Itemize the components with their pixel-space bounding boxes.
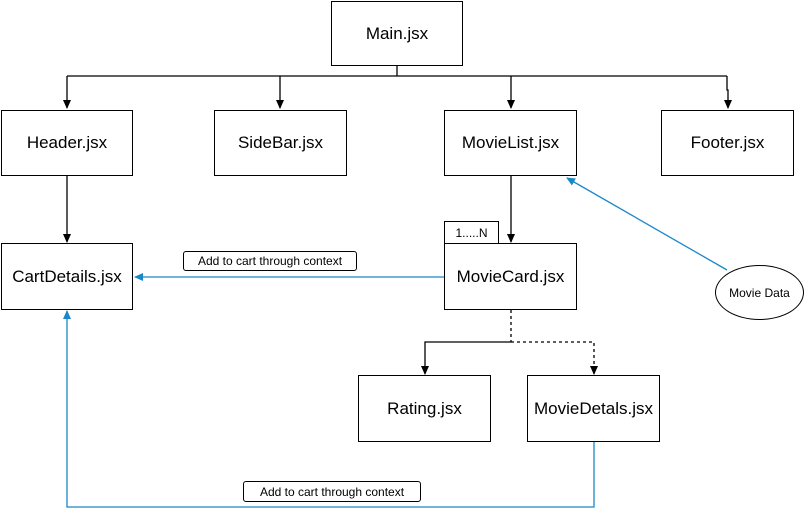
- edge-moviedata-movielist: [566, 177, 728, 271]
- node-cartdetails: CartDetails.jsx: [1, 243, 133, 310]
- edge-moviedetails-cartdetails: [63, 310, 595, 508]
- node-main: Main.jsx: [331, 1, 463, 66]
- node-sidebar: SideBar.jsx: [214, 110, 347, 176]
- edge-moviecard-moviedetails: [511, 341, 598, 375]
- edge-moviecard-rating: [421, 341, 511, 375]
- node-moviedata: Movie Data: [715, 265, 804, 320]
- node-footer: Footer.jsx: [661, 110, 794, 176]
- edge-main-footer: [724, 76, 732, 109]
- add-to-cart-label-top: Add to cart through context: [183, 251, 357, 271]
- node-movielist: MovieList.jsx: [444, 110, 577, 176]
- multiplicity-label: 1.....N: [444, 221, 499, 243]
- node-moviecard: MovieCard.jsx: [444, 243, 577, 310]
- node-moviedetails: MovieDetals.jsx: [527, 375, 660, 442]
- node-rating: Rating.jsx: [358, 375, 491, 442]
- node-header: Header.jsx: [1, 110, 133, 176]
- add-to-cart-label-bottom: Add to cart through context: [243, 481, 421, 502]
